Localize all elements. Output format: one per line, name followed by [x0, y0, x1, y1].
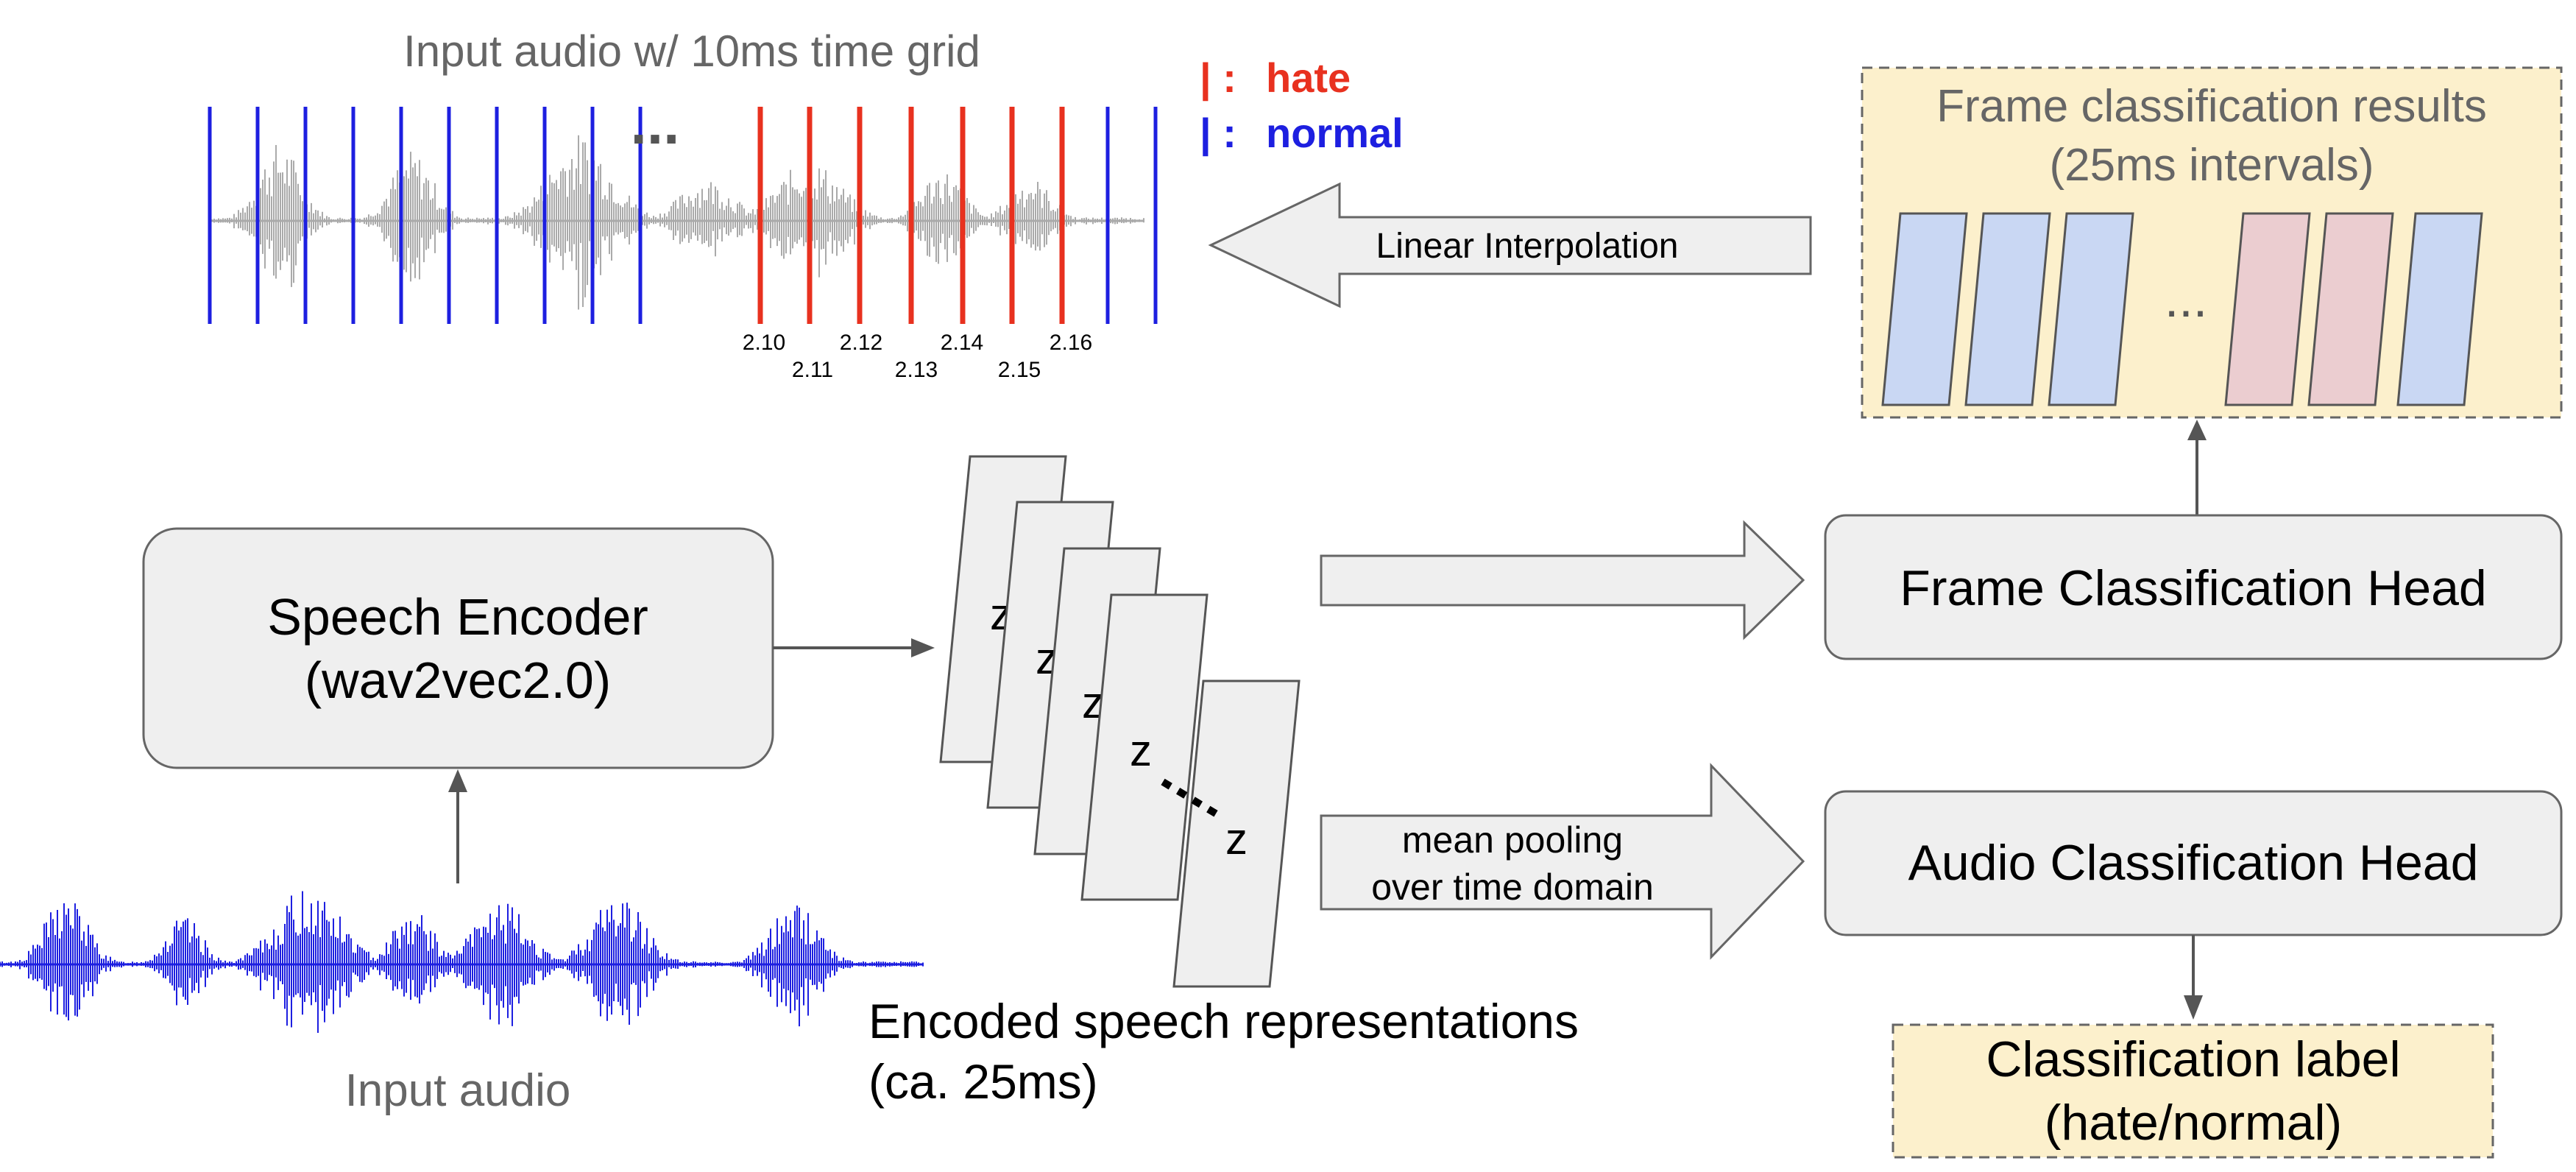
audio-head-label: Audio Classification Head: [1908, 835, 2479, 891]
input-audio-label: Input audio: [345, 1065, 571, 1116]
tick-label: 2.10: [743, 331, 785, 355]
representation-frame: [1172, 679, 1301, 988]
frame-results-title: Frame classification results: [1936, 81, 2487, 132]
tick-label: 2.14: [941, 331, 983, 355]
z-sequence-dots: [1161, 778, 1224, 821]
legend-hate-mark: | :: [1200, 54, 1236, 102]
interpolation-arrow: [1208, 182, 1812, 308]
tick-label: 2.15: [998, 358, 1041, 382]
repr-to-frame-head-arrow: [1320, 520, 1805, 640]
waveform-path: [209, 135, 1144, 310]
legend: | : hate | : normal: [1200, 54, 1404, 157]
representation-frame: [1080, 593, 1209, 901]
frame-classification-head[interactable]: [1824, 514, 2563, 660]
time-tick-labels: 2.10 2.12 2.14 2.16 2.11 2.13 2.15: [743, 331, 1092, 382]
legend-normal-label: normal: [1266, 110, 1404, 156]
frame-results-subtitle: (25ms intervals): [2050, 140, 2374, 191]
speech-encoder-subtitle: (wav2vec2.0): [305, 652, 611, 709]
top-audio-title: Input audio w/ 10ms time grid: [403, 27, 980, 76]
time-grid: [208, 107, 1158, 324]
tick-label: 2.16: [1050, 331, 1092, 355]
arrowhead: [448, 769, 467, 792]
speech-encoder-title: Speech Encoder: [267, 588, 648, 646]
encoded-caption-sub: (ca. 25ms): [868, 1054, 1098, 1109]
z-symbol-last: z: [1225, 814, 1248, 864]
encoded-representations: z z z z z: [939, 455, 1301, 988]
tick-label: 2.13: [895, 358, 938, 382]
frame-result-bars: ...: [1881, 212, 2483, 406]
frame-head-label: Frame Classification Head: [1900, 560, 2486, 616]
classification-label-title: Classification label: [1986, 1031, 2400, 1087]
tick-label: 2.11: [792, 358, 833, 382]
mean-pooling-label-sub: over time domain: [1371, 866, 1654, 908]
legend-hate-label: hate: [1266, 54, 1351, 101]
interpolation-arrow-label: Linear Interpolation: [1376, 227, 1679, 266]
frame-result-hate: [2224, 212, 2311, 406]
frame-results-ellipsis: ...: [2165, 270, 2207, 328]
encoded-caption: Encoded speech representations: [868, 994, 1579, 1048]
arrowhead: [2187, 420, 2207, 440]
arrowhead: [2184, 995, 2203, 1020]
classification-label-box: [1892, 1023, 2494, 1159]
tick-label: 2.12: [840, 331, 882, 355]
arrowhead: [911, 638, 935, 657]
frame-result-normal: [2396, 212, 2483, 406]
mean-pooling-label: mean pooling: [1402, 819, 1623, 861]
mean-pooling-arrow: [1320, 763, 1805, 960]
frame-result-normal: [2048, 212, 2134, 406]
speech-encoder-box[interactable]: [142, 527, 774, 769]
classification-label-value: (hate/normal): [2045, 1095, 2342, 1151]
frame-result-hate: [2307, 212, 2394, 406]
frame-result-normal: [1881, 212, 1968, 406]
top-audio-waveform: [209, 135, 1144, 310]
legend-normal-mark: | :: [1200, 110, 1236, 157]
frame-result-normal: [1964, 212, 2051, 406]
top-audio-ellipsis: ...: [631, 91, 680, 156]
z-symbol: z: [1130, 726, 1152, 775]
waveform-path: [0, 891, 924, 1034]
input-audio-waveform: [0, 891, 924, 1034]
